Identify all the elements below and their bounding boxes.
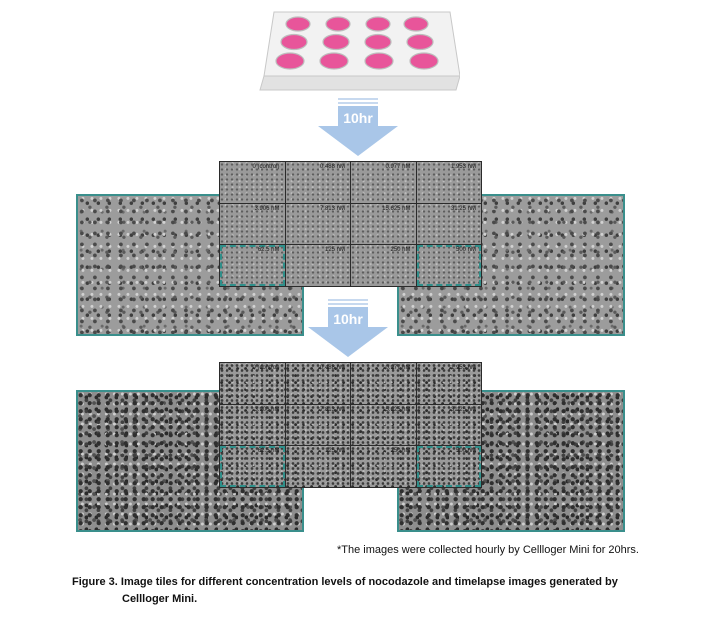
tile-label: 0.488 nM xyxy=(319,164,345,170)
tile-label: 31.25 nM xyxy=(450,406,476,413)
tile-label: 7.813 nM xyxy=(319,205,345,212)
tile-label: 0.977 nM xyxy=(385,365,411,371)
tile-label: 7.813 nM xyxy=(319,406,345,413)
tile-label: 250 nM xyxy=(390,448,411,455)
tile-label: 0 (control) xyxy=(252,365,280,371)
tile-250: 250 nM xyxy=(351,245,416,286)
tile-label: 0.488 nM xyxy=(319,365,345,371)
tile-62.5-highlighted: 62.5 nM xyxy=(220,245,285,286)
tile-0.977: 0.977 nM xyxy=(351,162,416,203)
tile-500-highlighted: 500 nM xyxy=(416,446,481,487)
time-step-arrow: 10hr xyxy=(314,96,402,158)
down-arrow-icon xyxy=(318,98,398,156)
tile-label: 250 nM xyxy=(390,247,411,254)
arrow-label: 10hr xyxy=(343,110,373,126)
tile-7.813: 7.813 nM xyxy=(285,404,350,446)
tile-label: 15.625 nM xyxy=(382,205,411,212)
tile-label: 62.5 nM xyxy=(257,247,280,254)
tile-1.953: 1.953 nM xyxy=(416,363,481,404)
tile-label: 125 nM xyxy=(324,247,345,254)
figure-caption: Figure 3. Image tiles for different conc… xyxy=(72,574,632,608)
tile-label: 500 nM xyxy=(455,448,476,455)
tile-125: 125 nM xyxy=(285,245,350,286)
tile-0.488: 0.488 nM xyxy=(285,363,350,404)
tile-31.25: 31.25 nM xyxy=(416,203,481,245)
well-plate-icon xyxy=(259,11,460,91)
tile-0-control: 0 (control) xyxy=(220,162,285,203)
tile-label: 15.625 nM xyxy=(382,406,411,413)
tile-3.906: 3.906 nM xyxy=(220,203,285,245)
tile-label: 125 nM xyxy=(324,448,345,455)
concentration-tile-grid-upper: 0 (control) 0.488 nM 0.977 nM 1.953 nM 3… xyxy=(219,161,482,287)
tile-15.625: 15.625 nM xyxy=(351,203,416,245)
tile-250: 250 nM xyxy=(351,446,416,487)
arrow-label: 10hr xyxy=(333,311,363,327)
tile-label: 62.5 nM xyxy=(257,448,280,455)
tile-label: 0.977 nM xyxy=(385,164,411,170)
footnote: *The images were collected hourly by Cel… xyxy=(336,544,639,556)
tile-label: 1.953 nM xyxy=(450,365,476,371)
tile-label: 3.906 nM xyxy=(254,205,280,212)
tile-label: 3.906 nM xyxy=(254,406,280,413)
tile-label: 31.25 nM xyxy=(450,205,476,212)
tile-1.953: 1.953 nM xyxy=(416,162,481,203)
tile-0.977: 0.977 nM xyxy=(351,363,416,404)
tile-7.813: 7.813 nM xyxy=(285,203,350,245)
tile-label: 0 (control) xyxy=(252,164,280,170)
tile-0.488: 0.488 nM xyxy=(285,162,350,203)
caption-line-1: Figure 3. Image tiles for different conc… xyxy=(72,576,618,588)
caption-line-2: Cellloger Mini. xyxy=(122,593,198,605)
tile-62.5-highlighted: 62.5 nM xyxy=(220,446,285,487)
tile-0-control: 0 (control) xyxy=(220,363,285,404)
tile-3.906: 3.906 nM xyxy=(220,404,285,446)
time-step-arrow: 10hr xyxy=(304,297,392,359)
tile-label: 1.953 nM xyxy=(450,164,476,170)
tile-31.25: 31.25 nM xyxy=(416,404,481,446)
tile-label: 500 nM xyxy=(455,247,476,254)
down-arrow-icon xyxy=(308,299,388,357)
concentration-tile-grid-lower: 0 (control) 0.488 nM 0.977 nM 1.953 nM 3… xyxy=(219,362,482,488)
tile-500-highlighted: 500 nM xyxy=(416,245,481,286)
tile-15.625: 15.625 nM xyxy=(351,404,416,446)
tile-125: 125 nM xyxy=(285,446,350,487)
